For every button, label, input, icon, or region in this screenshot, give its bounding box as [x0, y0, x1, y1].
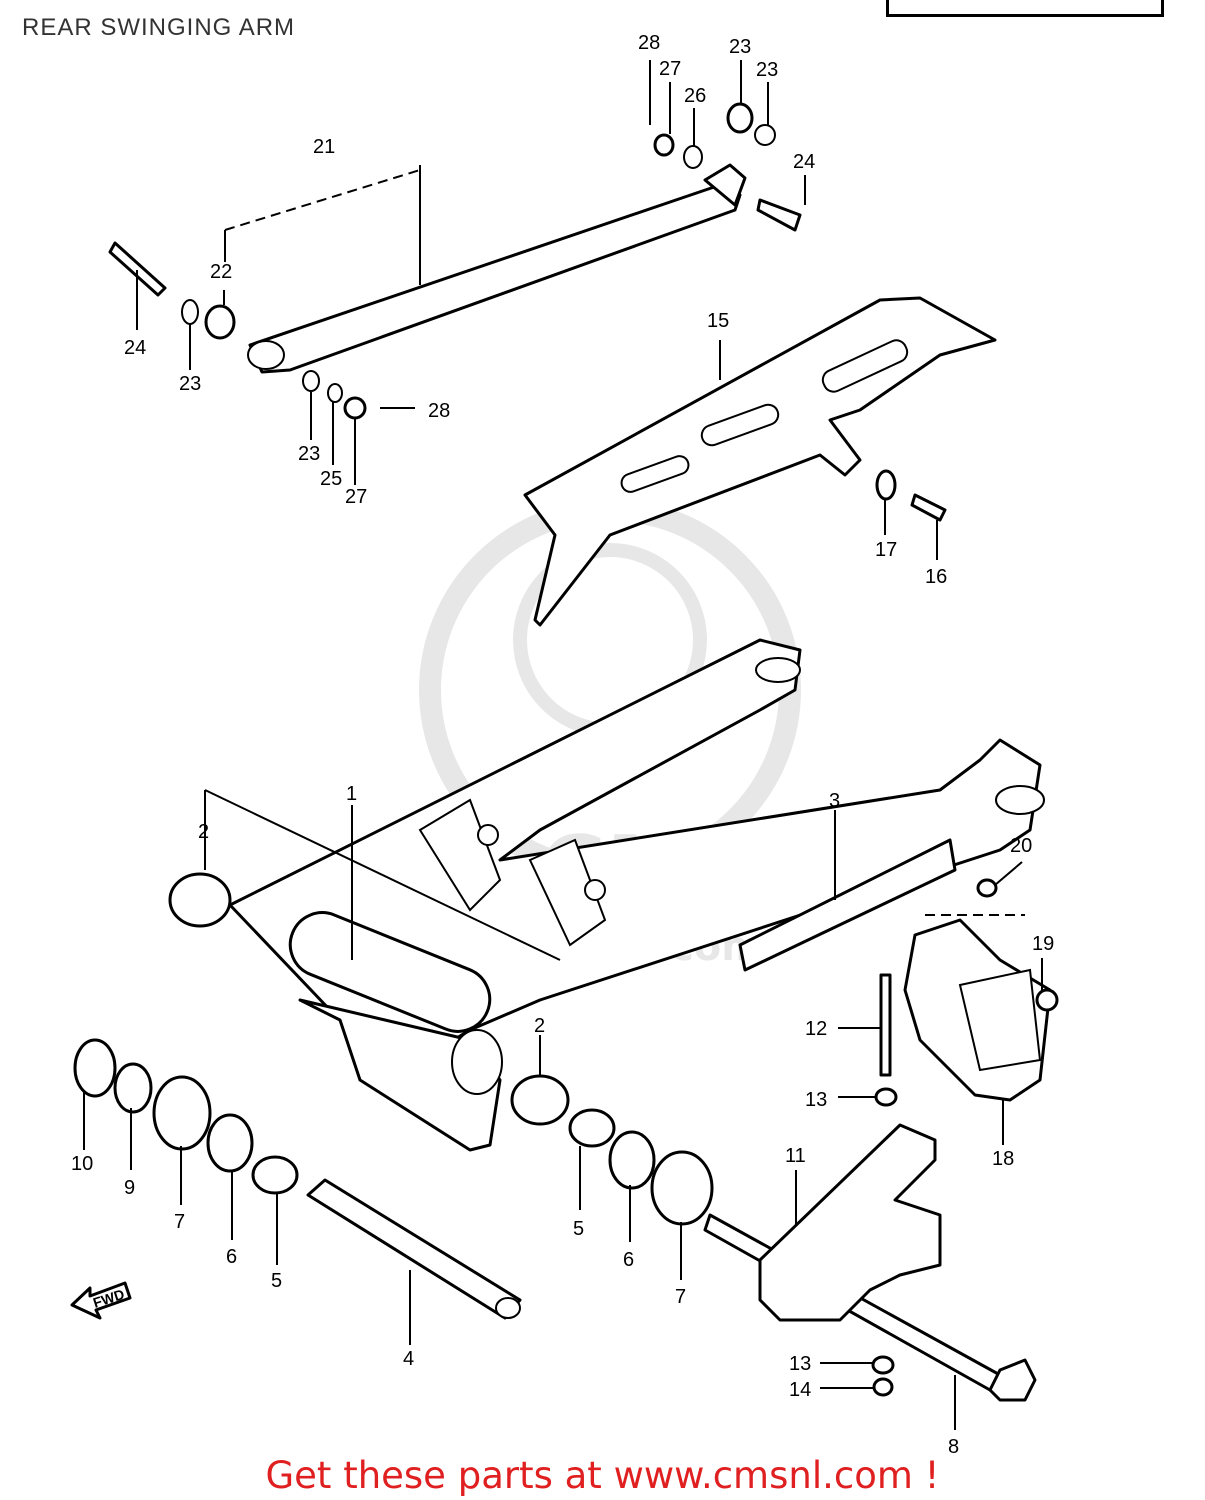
callout-4: 4: [403, 1348, 414, 1370]
callout-7-left: 7: [174, 1211, 185, 1233]
callout-8: 8: [948, 1436, 959, 1458]
washer-26: [683, 145, 703, 169]
washer-23-mid: [302, 370, 320, 392]
washer-23-top: [754, 124, 776, 146]
leader-lines: [83, 60, 1043, 1430]
callout-11: 11: [785, 1145, 806, 1167]
chain-adjuster-part-11: [758, 1123, 942, 1322]
callout-23-mid: 23: [298, 443, 320, 465]
callout-numbers: 1 2 2 3 4 5 5 6 6 7 7 8 9 10 11 12 13 13…: [71, 32, 1054, 1458]
bearing-2-right: [510, 1074, 570, 1126]
callout-18: 18: [992, 1148, 1014, 1170]
washer-23-left: [181, 299, 199, 325]
nut-22: [204, 304, 236, 340]
bolt-24-right: [756, 198, 802, 232]
footer-link[interactable]: Get these parts at www.cmsnl.com !: [265, 1454, 940, 1497]
pivot-tube-part-4: [306, 1178, 522, 1320]
callout-1: 1: [346, 783, 357, 805]
callout-2-right: 2: [534, 1015, 545, 1037]
bushing-5-left: [251, 1155, 299, 1195]
fwd-arrow: FWD: [70, 1281, 132, 1320]
nut-13-upper: [874, 1087, 898, 1107]
nut-27-lower: [343, 396, 367, 420]
bearing-2-left: [168, 872, 232, 928]
callout-23-top-right: 23: [756, 59, 778, 81]
callout-9: 9: [124, 1177, 135, 1199]
bolt-16: [910, 493, 947, 522]
bushing-5-right: [568, 1108, 616, 1148]
callout-28-top: 28: [638, 32, 660, 54]
nut-27-upper: [653, 133, 675, 157]
callout-6-right: 6: [623, 1249, 634, 1271]
washer-17: [875, 469, 897, 501]
callout-12: 12: [805, 1018, 827, 1040]
page-title: REAR SWINGING ARM: [22, 14, 296, 41]
nut-13-lower: [871, 1355, 895, 1375]
callout-26: 26: [684, 85, 706, 107]
cotter-14: [872, 1377, 894, 1397]
callout-20: 20: [1010, 835, 1032, 857]
bolt-20: [976, 878, 998, 898]
callout-21: 21: [313, 136, 335, 158]
callout-24-right: 24: [793, 151, 815, 173]
hardware-parts: [73, 102, 1059, 1397]
decal-part-3: [738, 838, 957, 972]
chain-guard-part-15: [523, 296, 997, 627]
callout-3: 3: [829, 790, 840, 812]
callout-5-left: 5: [271, 1270, 282, 1292]
callout-19: 19: [1032, 933, 1054, 955]
bolt-19: [1035, 988, 1059, 1012]
callout-22: 22: [210, 261, 232, 283]
chain-case-part-18: [903, 914, 1052, 1102]
callout-13-lower: 13: [789, 1353, 811, 1375]
callout-13-upper: 13: [805, 1089, 827, 1111]
callout-28-mid: 28: [428, 400, 450, 422]
callout-27-top: 27: [659, 58, 681, 80]
nut-23-top: [726, 102, 754, 134]
washer-25: [327, 383, 343, 403]
callout-5-right: 5: [573, 1218, 584, 1240]
callout-10: 10: [71, 1153, 93, 1175]
seal-7-right: [650, 1150, 714, 1226]
seal-7-left: [152, 1075, 212, 1151]
callout-24-left: 24: [124, 337, 146, 359]
callout-7-right: 7: [675, 1286, 686, 1308]
washer-9: [113, 1062, 153, 1114]
callout-2-left: 2: [198, 821, 209, 843]
bolt-12: [879, 973, 892, 1077]
callout-14: 14: [789, 1379, 811, 1401]
washer-6-left: [206, 1113, 254, 1173]
callout-15: 15: [707, 310, 729, 332]
callout-6-left: 6: [226, 1246, 237, 1268]
callout-17: 17: [875, 539, 897, 561]
callout-16: 16: [925, 566, 947, 588]
callout-25: 25: [320, 468, 342, 490]
bolt-24-left: [108, 241, 167, 297]
callout-23-left: 23: [179, 373, 201, 395]
torque-rod-part-21: [224, 163, 747, 374]
swing-arm-part-1: [228, 638, 1045, 1152]
nut-10: [73, 1038, 117, 1098]
corner-frame: [886, 0, 1164, 17]
callout-23-top-left: 23: [729, 36, 751, 58]
washer-6-right: [608, 1130, 656, 1190]
callout-27-bottom: 27: [345, 486, 367, 508]
